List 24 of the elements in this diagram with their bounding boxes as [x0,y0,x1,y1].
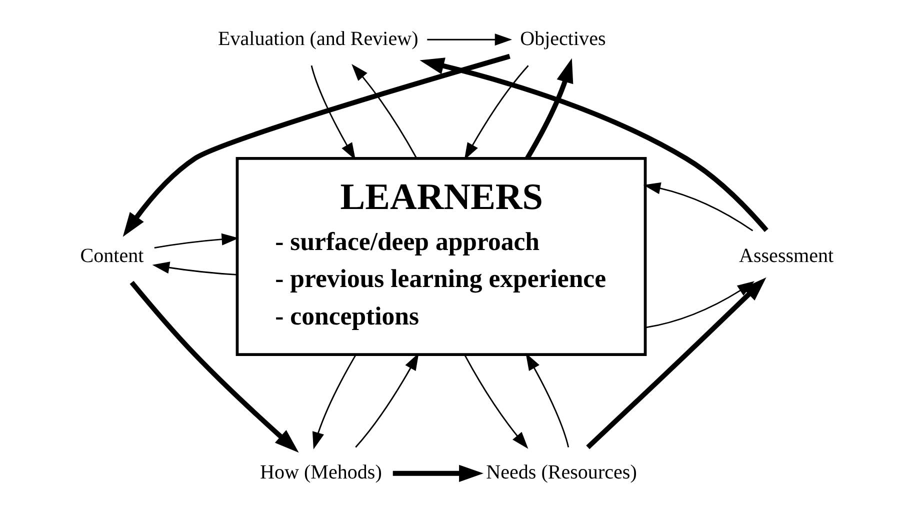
node-text: Content [80,244,144,267]
arrow [122,54,510,237]
arrow [351,64,417,158]
arrow [524,58,573,160]
arrow [586,277,766,450]
arrow [525,353,569,448]
arrow [419,58,768,232]
node-text: Evaluation (and Review) [218,28,418,50]
arrow [312,354,356,450]
arrow [464,65,528,160]
arrow [354,353,418,448]
arrow [152,262,236,276]
arrow [129,280,298,453]
arrow [464,354,528,449]
node-box: LEARNERS - surface/deep approach - previous learning experience - conceptions [235,157,646,356]
arrow [310,65,356,160]
node-text: Needs (Resources) [486,462,636,484]
arrow [392,464,483,482]
node-text: Assessment [738,244,834,267]
arrow [426,34,512,46]
node-text: How (Mehods) [260,462,382,484]
arrow [154,233,238,249]
node-text: Objectives [520,28,606,50]
arrow [642,182,753,232]
